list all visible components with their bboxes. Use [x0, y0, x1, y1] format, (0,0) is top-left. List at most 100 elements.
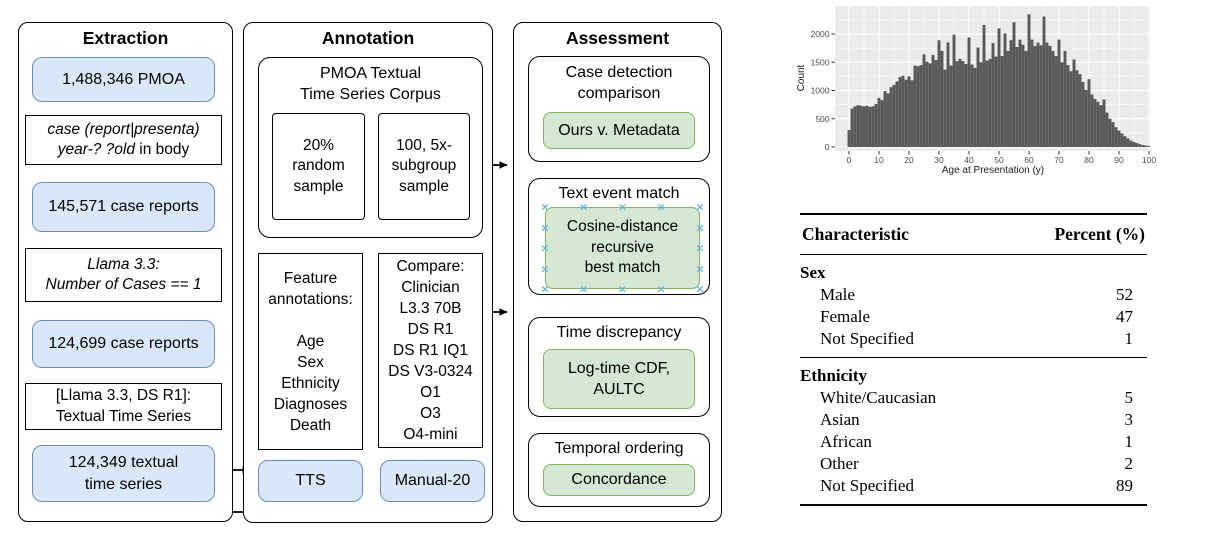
- hist-bar: [868, 106, 872, 147]
- hist-bar: [1084, 89, 1088, 147]
- table-rule: [800, 357, 1147, 358]
- hist-bar: [982, 24, 986, 147]
- case-detection-label: Case detection comparison: [565, 64, 673, 102]
- row-value: 47: [1116, 307, 1133, 326]
- node-case-reports-2: 124,699 case reports: [32, 320, 215, 368]
- table-rule: [800, 254, 1147, 255]
- row-value: 5: [1124, 388, 1134, 407]
- hist-bar: [889, 87, 893, 147]
- hist-bar: [1099, 105, 1103, 147]
- hist-bar: [1096, 101, 1100, 147]
- hist-bar: [1141, 145, 1145, 147]
- hist-bar: [985, 60, 989, 147]
- hist-bar: [895, 81, 899, 147]
- table-row: White/Caucasian 5: [800, 387, 1147, 409]
- y-tick-label: 1500: [811, 57, 830, 67]
- hist-bar: [952, 34, 956, 147]
- x-tick-label: 30: [934, 155, 944, 165]
- hist-bar: [859, 105, 863, 147]
- annotation-title: Annotation: [321, 28, 415, 48]
- hist-bar: [1138, 144, 1142, 147]
- hist-bar: [1069, 71, 1073, 147]
- hist-bar: [1078, 74, 1082, 147]
- row-label: White/Caucasian: [820, 388, 937, 407]
- hist-bar: [916, 66, 920, 147]
- hist-bar: [913, 65, 917, 147]
- selection-handle-icon: ×: [656, 200, 666, 214]
- selection-handle-icon: ×: [540, 200, 550, 214]
- selection-handle-icon: ×: [695, 241, 705, 255]
- hist-bar: [1036, 42, 1040, 147]
- regex-pattern: case (report|presenta) year-? ?old: [47, 120, 200, 158]
- hist-bar: [883, 91, 887, 147]
- selection-handle-icon: ×: [695, 282, 705, 296]
- row-label: Not Specified: [820, 329, 914, 348]
- x-tick-label: 50: [994, 155, 1004, 165]
- hist-bar: [1015, 46, 1019, 148]
- hist-bar: [1021, 44, 1025, 147]
- hist-bar: [847, 130, 851, 147]
- hist-bar: [976, 47, 980, 148]
- row-value: 1: [1124, 432, 1134, 451]
- selection-handle-icon: ×: [579, 200, 589, 214]
- hist-bar: [1063, 50, 1067, 148]
- selection-handle-icon: ×: [540, 262, 550, 275]
- hist-bar: [1033, 45, 1037, 147]
- hist-bar: [874, 104, 878, 147]
- y-tick-label: 1000: [811, 86, 830, 96]
- hist-bar: [901, 75, 905, 147]
- hist-bar: [1129, 140, 1133, 147]
- hist-bar: [1072, 59, 1076, 147]
- node-manual-20: Manual-20: [380, 460, 485, 502]
- text-event-label: Text event match: [558, 185, 680, 202]
- node-llama-filter: Llama 3.3: Number of Cases == 1: [25, 248, 222, 302]
- hist-bar: [904, 79, 908, 147]
- hist-bar: [1018, 39, 1022, 147]
- selection-handle-icon: ×: [540, 241, 550, 255]
- hist-bar: [880, 100, 884, 147]
- node-logtime-cdf: Log-time CDF, AULTC: [543, 349, 695, 409]
- hist-bar: [1039, 45, 1043, 147]
- hist-bar: [1000, 56, 1004, 147]
- x-tick-label: 100: [1142, 155, 1156, 165]
- row-label: Male: [820, 285, 855, 304]
- temporal-ordering-label: Temporal ordering: [554, 440, 684, 457]
- selection-handle-icon: ×: [695, 221, 705, 234]
- hist-bar: [949, 65, 953, 147]
- hist-bar: [1117, 130, 1121, 147]
- hist-bar: [856, 105, 860, 147]
- table-top-rule: [800, 213, 1147, 215]
- node-tts-dataset: TTS: [258, 460, 363, 502]
- hist-bar: [1102, 99, 1106, 147]
- hist-bar: [1045, 42, 1049, 147]
- hist-bar: [1024, 50, 1028, 148]
- x-tick-label: 0: [847, 155, 852, 165]
- hist-bar: [1012, 22, 1016, 147]
- x-tick-label: 80: [1084, 155, 1094, 165]
- row-value: 52: [1116, 285, 1133, 304]
- x-tick-label: 20: [904, 155, 914, 165]
- regex-suffix: in body: [134, 141, 190, 158]
- hist-bar: [961, 61, 965, 148]
- row-label: Asian: [820, 410, 860, 429]
- hist-bar: [1066, 65, 1070, 147]
- hist-bar: [910, 80, 914, 147]
- hist-bar: [919, 65, 923, 147]
- hist-bar: [1042, 16, 1046, 147]
- hist-bar: [1123, 136, 1127, 147]
- hist-bar: [958, 58, 962, 147]
- hist-bar: [898, 76, 902, 147]
- x-axis-label: Age at Presentation (y): [942, 165, 1044, 176]
- hist-bar: [964, 63, 968, 147]
- node-ours-v-metadata: Ours v. Metadata: [543, 112, 695, 149]
- hist-bar: [988, 58, 992, 147]
- node-tts-extraction: [Llama 3.3, DS R1]: Textual Time Series: [25, 383, 222, 430]
- selection-handle-icon: ×: [579, 282, 589, 296]
- hist-bar: [1057, 39, 1061, 147]
- x-tick-label: 70: [1054, 155, 1064, 165]
